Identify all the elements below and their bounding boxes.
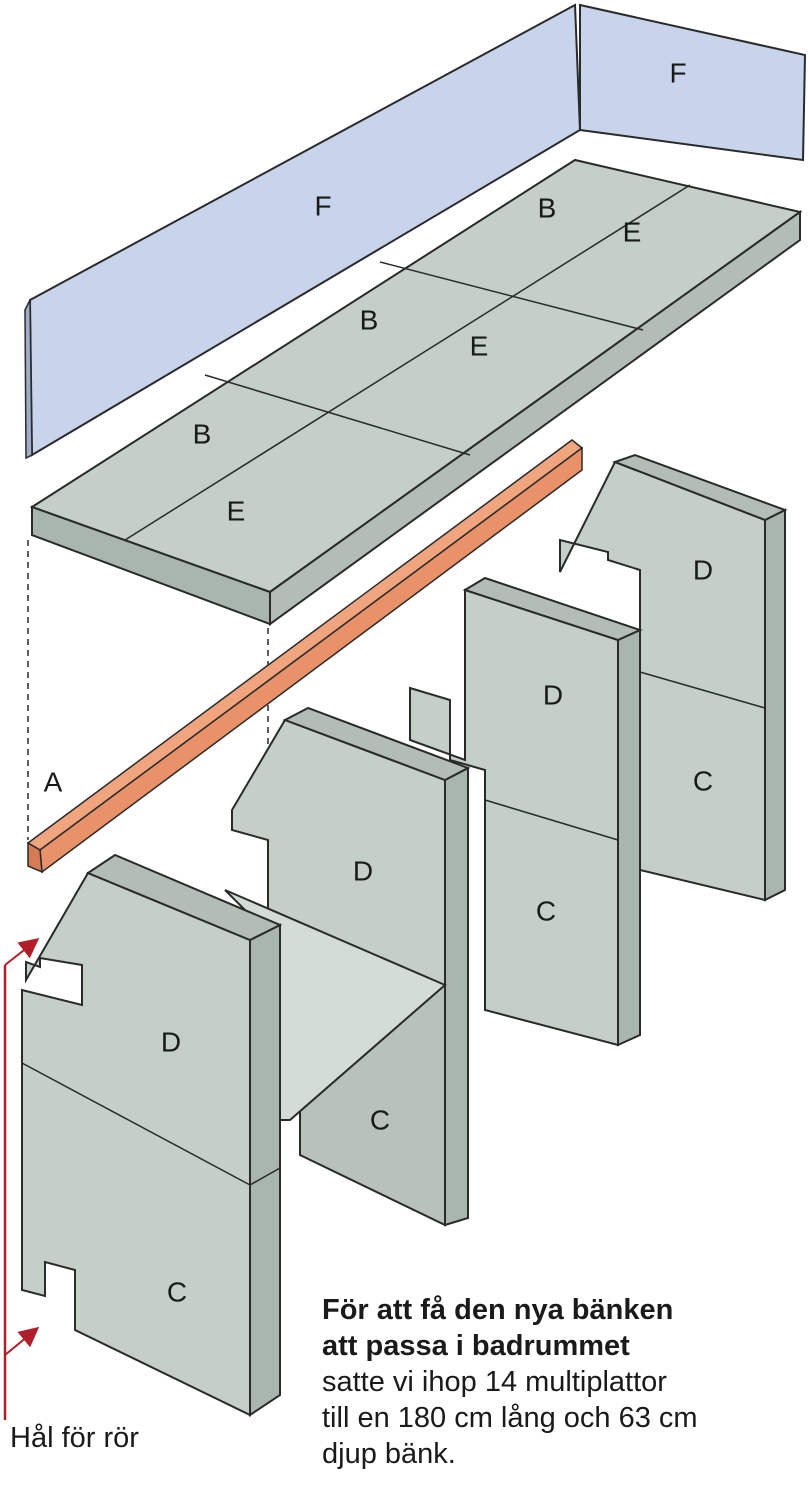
leg-4-side [764, 508, 786, 902]
leg-1-top [85, 853, 283, 942]
leg-1-face [21, 871, 251, 1417]
leg-1-seam-side [249, 1167, 281, 1186]
wall-panel-right [579, 3, 807, 162]
pipe-hole-arrow-lower [4, 1326, 40, 1356]
leg-1 [21, 853, 283, 1417]
label-leg4-lower: C [693, 765, 713, 796]
label-batten: A [44, 766, 63, 797]
label-leg2-upper: D [353, 855, 373, 886]
part-labels: F F B E B E B E A D C D C D C D C [44, 57, 713, 1307]
label-leg2-lower: C [370, 1104, 390, 1135]
label-wall-right: F [669, 57, 686, 88]
wall-panel-left-edge [24, 299, 33, 460]
leg-2-top [282, 706, 471, 782]
label-top-b2: B [360, 304, 379, 335]
bench-top-seam-2 [379, 261, 644, 331]
label-wall-left: F [314, 190, 331, 221]
pipe-hole-arrows [3, 938, 40, 1420]
leg-4-top [612, 453, 788, 522]
leg-3-top [462, 576, 643, 642]
caption-body-line-2: till en 180 cm lång och 63 cm [322, 1402, 698, 1434]
batten [26, 439, 584, 874]
bench-top-seam-long [124, 184, 691, 541]
caption-heading-line-1: För att få den nya bänken [322, 1294, 674, 1326]
leg-4 [559, 453, 788, 902]
bench-top-seam-1 [204, 374, 471, 456]
leg-3-side [617, 628, 641, 1047]
pipe-hole-note: Hål för rör [10, 1422, 139, 1454]
label-leg1-lower: C [167, 1276, 187, 1307]
label-leg3-upper: D [543, 679, 563, 710]
leg-3-seam [484, 799, 619, 841]
label-leg3-lower: C [536, 895, 556, 926]
wall-panels [24, 3, 807, 460]
label-top-b1: B [538, 192, 557, 223]
bench-top-right-edge [269, 210, 801, 626]
caption-body-line-1: satte vi ihop 14 multiplattor [322, 1366, 667, 1398]
label-top-b3: B [193, 418, 212, 449]
pipe-hole-arrow-upper [4, 938, 40, 966]
bench-top [29, 158, 803, 626]
caption-heading-line-2: att passa i badrummet [322, 1330, 630, 1362]
caption-body-line-3: djup bänk. [322, 1438, 456, 1470]
label-top-e2: E [470, 330, 489, 361]
label-leg4-upper: D [693, 554, 713, 585]
label-leg1-upper: D [161, 1026, 181, 1057]
caption: För att få den nya bänken att passa i ba… [322, 1292, 802, 1472]
label-top-e1: E [623, 216, 642, 247]
leg-2-side [444, 766, 469, 1227]
leg-3 [409, 576, 643, 1047]
leg-4-seam [639, 671, 766, 709]
leg-1-seam [21, 1062, 251, 1186]
batten-end [27, 841, 43, 874]
label-top-e3: E [227, 495, 246, 526]
